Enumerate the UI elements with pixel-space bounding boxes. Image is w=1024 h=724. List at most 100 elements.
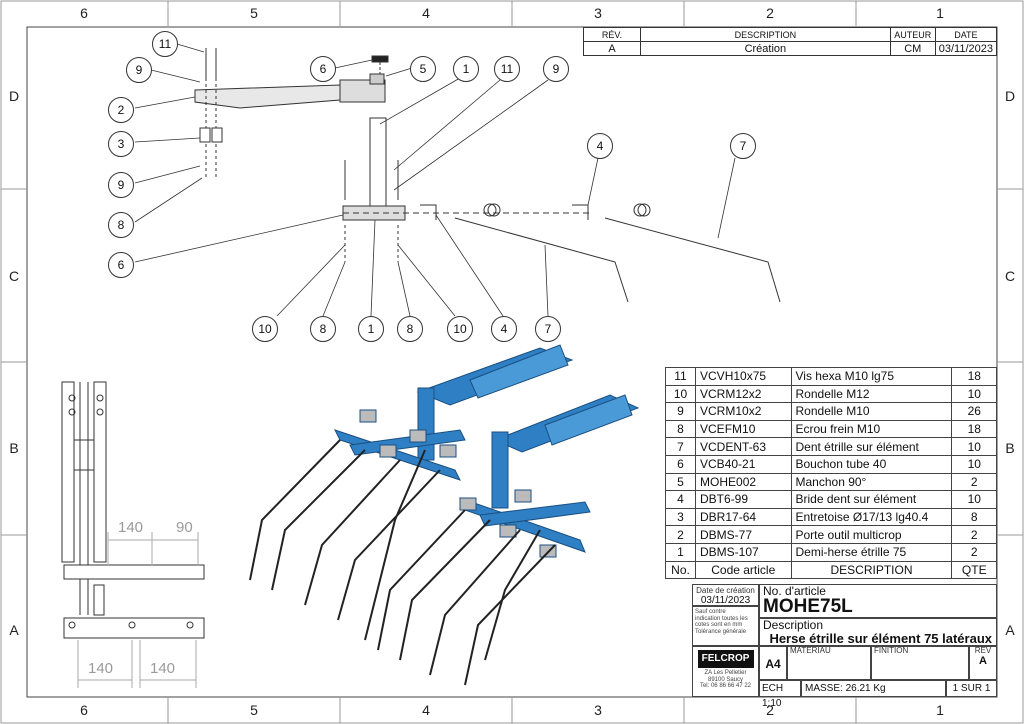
zone-row-d: D — [8, 88, 20, 104]
callout-balloon: 4 — [491, 316, 517, 342]
address-line: Tel: 06 86 66 47 22 — [699, 683, 752, 689]
bom-cell: 10 — [951, 490, 997, 509]
part-7-tine-a — [454, 217, 629, 303]
bom-cell: 10 — [664, 384, 697, 404]
callout-balloon: 9 — [126, 57, 152, 83]
format-cell: A4 — [759, 646, 787, 680]
bom-cell: 18 — [951, 367, 997, 386]
iso-post-2 — [491, 431, 509, 509]
tolerance-line: Sauf contre — [695, 609, 726, 615]
bom-cell: Ecrou frein M10 — [790, 419, 953, 439]
callout-balloon: 9 — [108, 172, 134, 198]
bom-header: No. — [664, 560, 697, 580]
bom-cell: Bouchon tube 40 — [790, 454, 953, 474]
revision-table: RÉV. DESCRIPTION AUTEUR DATE A Création … — [583, 27, 998, 56]
callout-balloon: 4 — [587, 133, 613, 159]
bom-cell: DBR17-64 — [695, 507, 792, 527]
bom-cell: VCRM10x2 — [695, 402, 792, 421]
zone-col-3: 3 — [594, 5, 602, 21]
callout-balloon: 7 — [535, 316, 561, 342]
callout-balloon: 3 — [108, 131, 134, 157]
date-value: 03/11/2023 — [700, 595, 751, 606]
description-cell: Description Herse étrille sur élément 75… — [759, 618, 997, 646]
dimension-label: 90 — [176, 519, 193, 536]
dimension-lines — [77, 532, 199, 688]
bom-cell: 8 — [664, 419, 697, 439]
callout-balloon: 10 — [447, 316, 473, 342]
zone-row-a-right: A — [1005, 622, 1015, 638]
part-1-post — [369, 117, 387, 209]
rev-cell: CM — [889, 41, 936, 56]
exploded-view — [194, 48, 781, 303]
tolerance-line: Tolérance générale — [695, 628, 747, 635]
bom-cell: 8 — [951, 507, 997, 527]
bom-header: QTE — [951, 560, 997, 580]
side-view — [61, 381, 205, 639]
company-cell: FELCROP ZA Les Pelletier 89100 Saucy Tel… — [692, 646, 759, 697]
company-logo: FELCROP — [697, 650, 754, 668]
bom-cell: VCVH10x75 — [695, 367, 792, 386]
bom-cell: DBMS-107 — [695, 542, 792, 562]
zone-col-4-bottom: 4 — [422, 702, 430, 718]
finition-cell: FINITION — [871, 646, 969, 680]
bom-cell: Bride dent sur élément — [790, 490, 953, 509]
callout-balloon: 9 — [543, 56, 569, 82]
dimension-label: 140 — [150, 660, 176, 677]
callout-balloon: 6 — [310, 56, 336, 82]
rev-cell: A — [583, 41, 641, 56]
article-number: MOHE75L — [763, 596, 853, 617]
bom-cell: 5 — [664, 472, 697, 492]
zone-row-c-right: C — [1004, 268, 1016, 284]
zone-col-5: 5 — [250, 5, 258, 21]
tolerance-cell: Sauf contre indication toutes les cotes … — [692, 606, 759, 646]
bom-cell: 2 — [951, 525, 997, 544]
address-line: ZA Les Pelletier — [704, 670, 747, 676]
part-2-arm — [194, 84, 341, 109]
materiau-label: MATERIAU — [790, 646, 831, 655]
bom-cell: 6 — [664, 454, 697, 474]
bom-cell: 7 — [664, 437, 697, 456]
bom-cell: Manchon 90° — [790, 472, 953, 492]
bom-cell: DBMS-77 — [695, 525, 792, 544]
tolerance-line: indication toutes les — [695, 615, 748, 622]
callout-balloon: 1 — [358, 316, 384, 342]
address-line: 89100 Saucy — [707, 676, 744, 683]
zone-row-a: A — [9, 622, 19, 638]
bom-cell: VCB40-21 — [695, 454, 792, 474]
iso-view — [334, 344, 640, 558]
bom-cell: MOHE002 — [695, 472, 792, 492]
mass-cell: MASSE: 26.21 Kg — [801, 680, 946, 697]
rev-cell: REV A — [969, 646, 997, 680]
bom-cell: Dent étrille sur élément — [790, 437, 953, 456]
bom-cell: Rondelle M12 — [790, 384, 953, 404]
zone-col-6: 6 — [80, 5, 88, 21]
sheet-cell: 1 SUR 1 — [946, 680, 997, 697]
bom-cell: 10 — [951, 454, 997, 474]
zone-col-1: 1 — [936, 5, 944, 21]
rev-label: REV — [974, 646, 992, 655]
zone-row-b-right: B — [1005, 440, 1015, 456]
bom-cell: Rondelle M10 — [790, 402, 953, 421]
rev-header-description: DESCRIPTION — [640, 27, 891, 42]
bom-cell: 2 — [664, 525, 697, 544]
bom-cell: Demi-herse étrille 75 — [790, 542, 953, 562]
dimension-label: 140 — [88, 660, 114, 677]
callout-balloon: 1 — [453, 56, 479, 82]
description-label: Description — [763, 618, 824, 632]
bom-cell: 4 — [664, 490, 697, 509]
callout-balloon: 5 — [410, 56, 436, 82]
article-label: No. d'article — [763, 584, 826, 598]
callout-balloon: 2 — [108, 97, 134, 123]
rev-header-rev: RÉV. — [583, 27, 641, 42]
zone-col-6-bottom: 6 — [80, 702, 88, 718]
part-7-tine-b — [604, 217, 781, 303]
